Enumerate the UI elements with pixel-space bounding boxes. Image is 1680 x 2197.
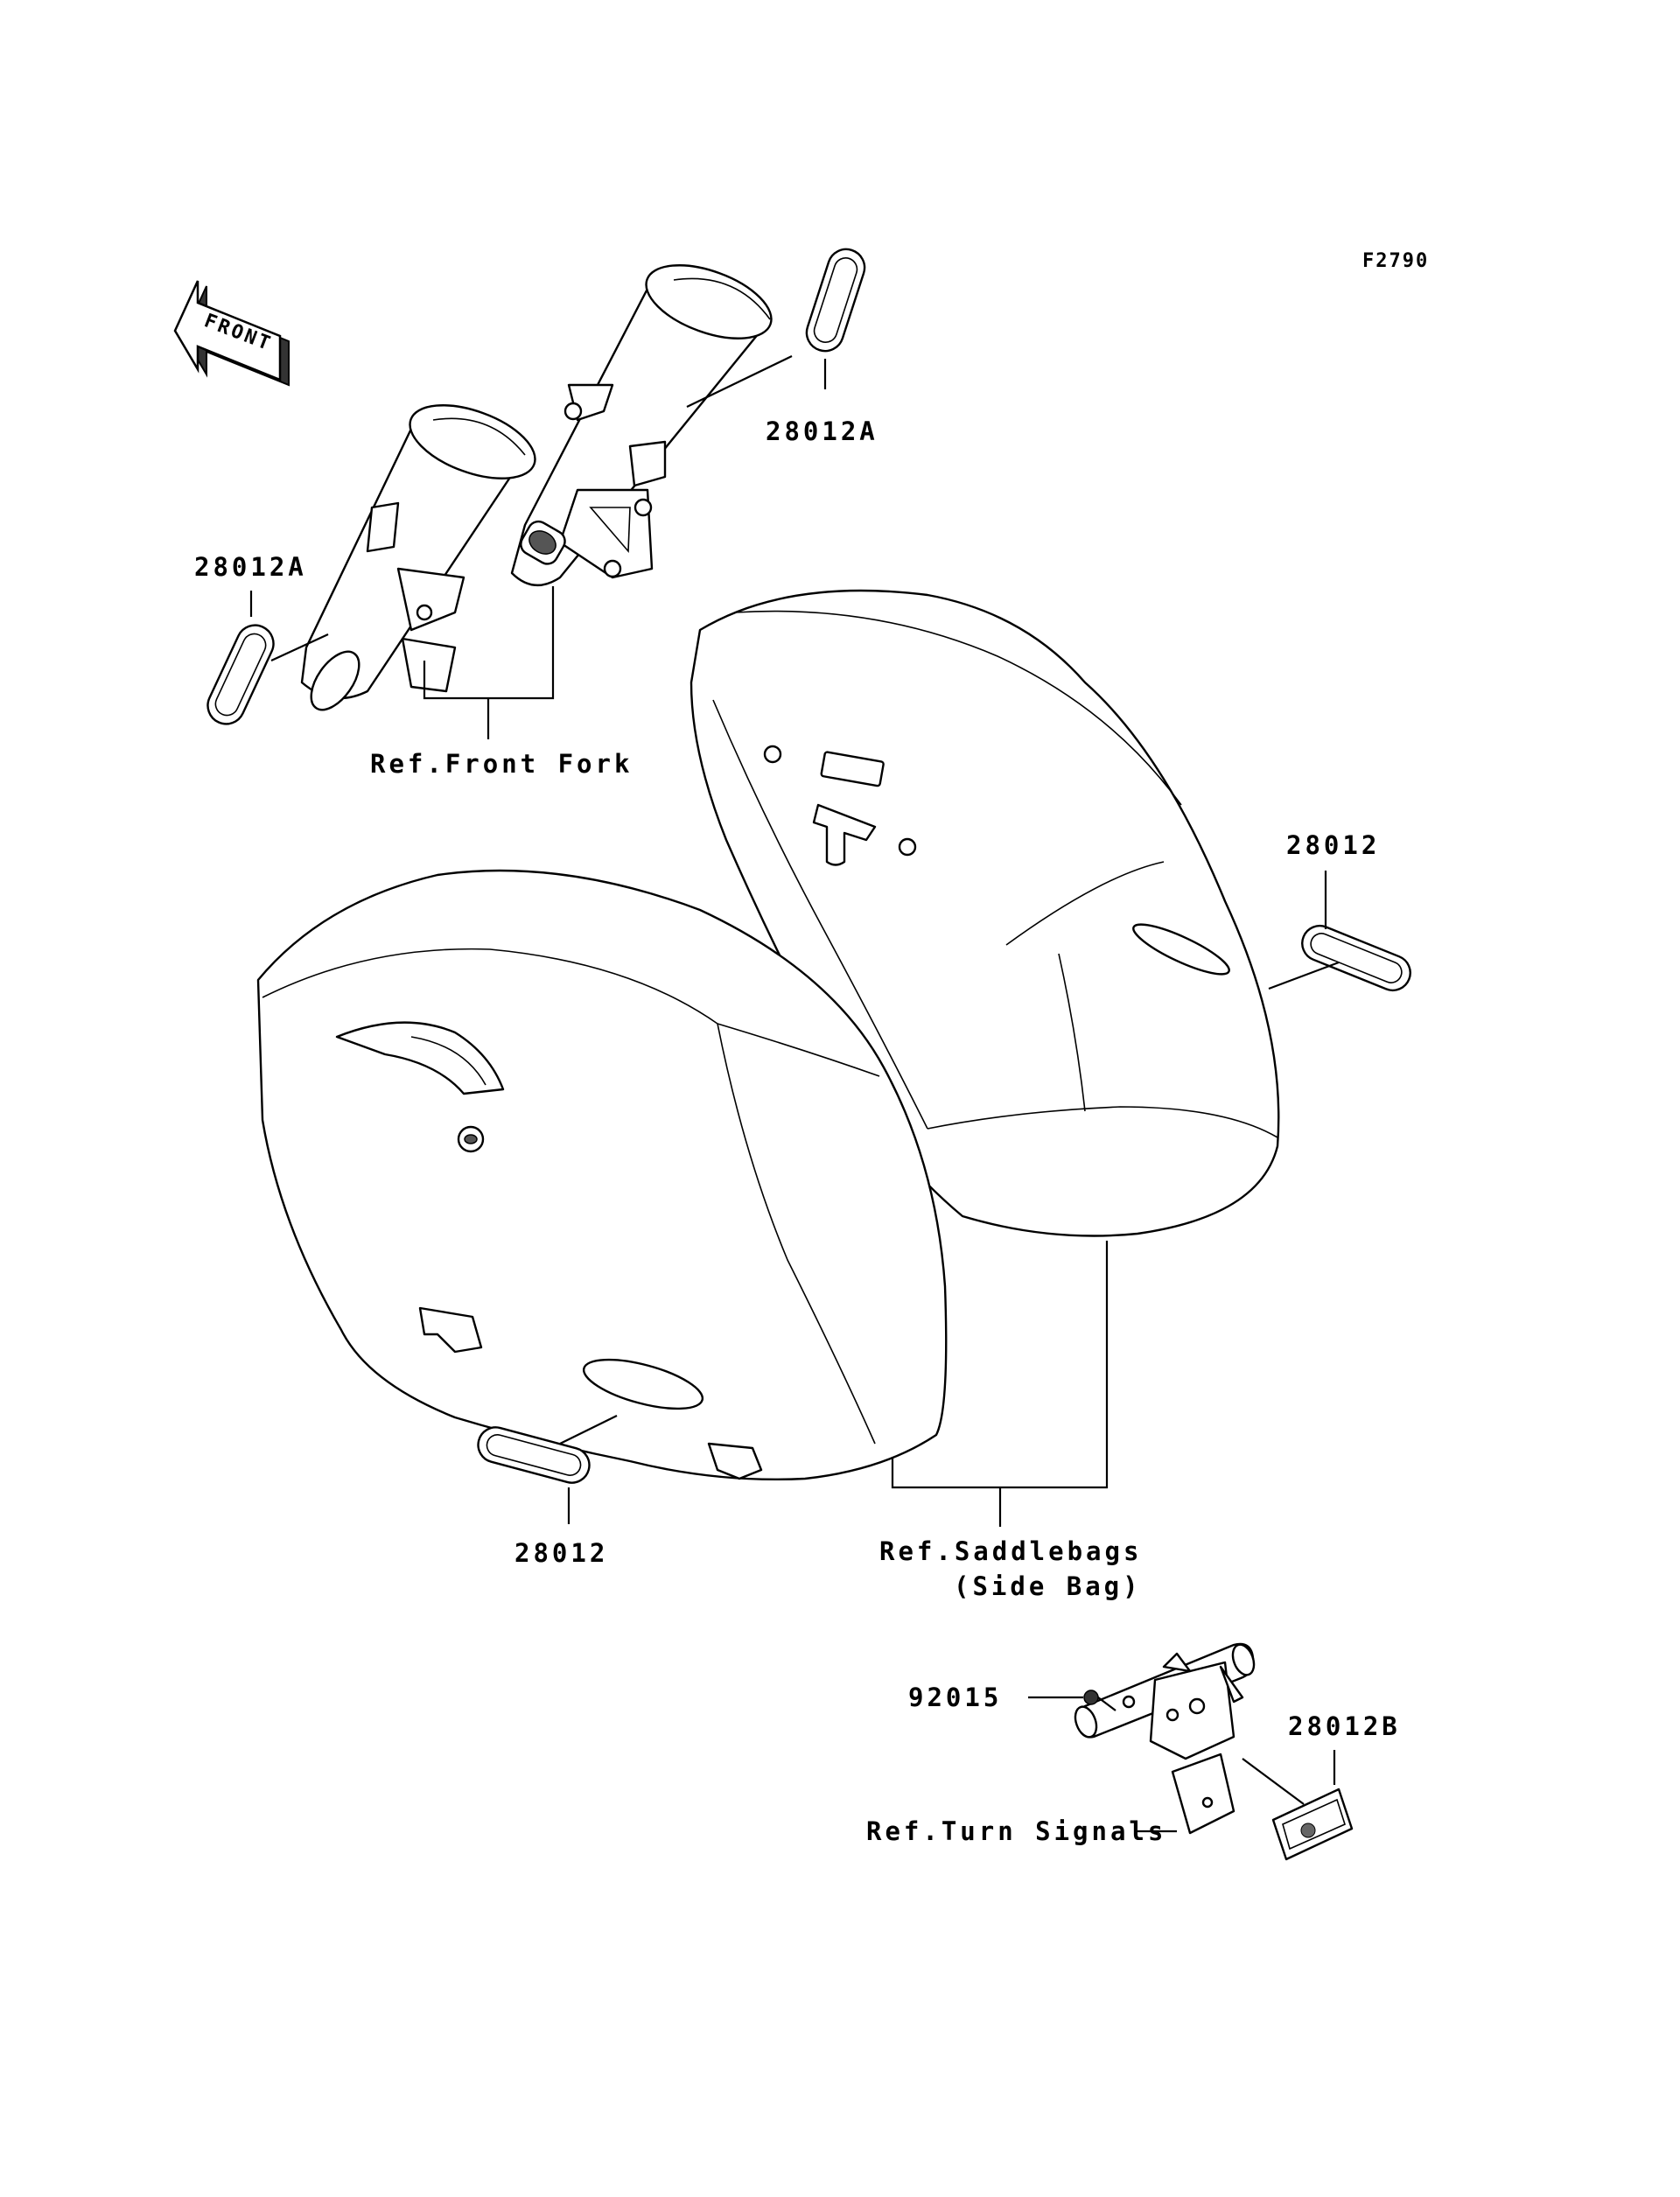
ref-turn-signals: Ref.Turn Signals [866, 1816, 1166, 1846]
front-fork-left [300, 404, 536, 711]
rear-bracket [1074, 1642, 1256, 1835]
callout-28012a-right: 28012A [766, 416, 878, 446]
callout-28012a-left: 28012A [194, 552, 307, 582]
nut-icon [1083, 1690, 1099, 1705]
front-arrow-icon: FRONT [173, 280, 290, 387]
ref-saddlebags-line2: (Side Bag) [954, 1571, 1142, 1601]
reflector-fork-left [206, 624, 275, 725]
figure-code: F2790 [1362, 250, 1429, 272]
ref-saddlebags-line1: Ref.Saddlebags [879, 1536, 1142, 1566]
callout-28012-right: 28012 [1286, 830, 1380, 860]
reflector-rear [1271, 1788, 1354, 1861]
saddlebag-right [690, 589, 1280, 1237]
callout-28012b: 28012B [1288, 1711, 1401, 1741]
reflector-saddlebag-right [1301, 924, 1411, 992]
callout-92015: 92015 [908, 1683, 1002, 1712]
saddlebag-left [256, 869, 948, 1481]
front-fork-right [510, 264, 773, 587]
reflector-saddlebag-left [477, 1426, 591, 1484]
ref-front-fork: Ref.Front Fork [370, 749, 633, 779]
callout-28012-left: 28012 [514, 1538, 608, 1568]
reflector-fork-right [805, 248, 866, 353]
